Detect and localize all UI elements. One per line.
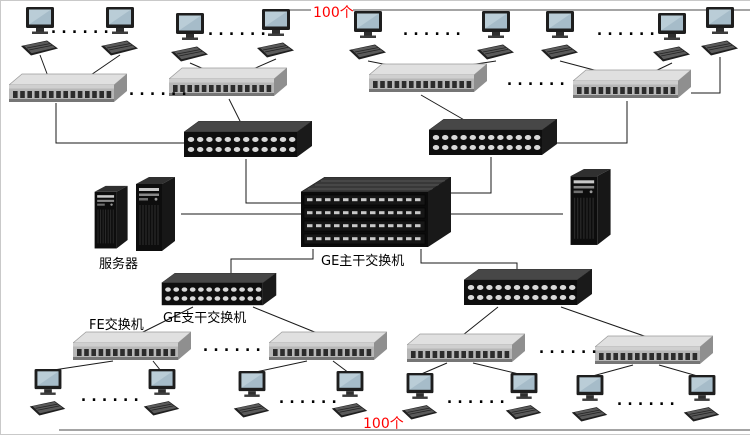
workstation-icon: [233, 371, 271, 419]
access-switch-icon: [73, 331, 191, 363]
workstation-icon: [349, 11, 387, 61]
workstation-icon: [171, 13, 209, 63]
ellipsis-dots: ......: [615, 391, 679, 409]
ellipsis-dots: ......: [537, 339, 601, 357]
fe-switch-label: FE交换机: [89, 318, 144, 333]
core-switch-icon: [301, 177, 451, 249]
distribution-switch-icon: [453, 269, 603, 307]
workstation-icon: [477, 11, 515, 61]
workstation-icon: [701, 7, 739, 57]
workstation-icon: [683, 375, 721, 423]
top-count-label: 100个: [313, 5, 354, 21]
core-switch-label: GE主干交换机: [321, 254, 405, 269]
server-icon: [127, 177, 179, 253]
access-switch-icon: [269, 331, 387, 363]
workstation-icon: [29, 369, 67, 417]
ellipsis-dots: ......: [49, 19, 113, 37]
workstation-icon: [505, 373, 543, 421]
access-switch-icon: [9, 73, 127, 105]
access-switch-icon: [369, 63, 487, 95]
access-switch-icon: [573, 69, 691, 101]
distribution-switch-icon: [149, 273, 289, 307]
bottom-count-label: 100个: [363, 416, 404, 432]
ellipsis-dots: ......: [277, 389, 341, 407]
ellipsis-dots: ......: [201, 337, 265, 355]
server-icon: [561, 169, 615, 247]
access-switch-icon: [595, 335, 713, 367]
ellipsis-dots: ......: [445, 389, 509, 407]
workstation-icon: [143, 369, 181, 417]
ellipsis-dots: ......: [127, 81, 191, 99]
ellipsis-dots: ......: [79, 387, 143, 405]
ellipsis-dots: ......: [206, 21, 270, 39]
ellipsis-dots: ......: [505, 71, 569, 89]
branch-switch-label: GE支干交换机: [163, 311, 247, 326]
workstation-icon: [571, 375, 609, 423]
server-label: 服务器: [99, 257, 139, 272]
ellipsis-dots: ......: [595, 21, 659, 39]
distribution-switch-icon: [429, 119, 557, 157]
workstation-icon: [401, 373, 439, 421]
workstation-icon: [541, 11, 579, 61]
access-switch-icon: [407, 333, 525, 365]
ellipsis-dots: ......: [401, 21, 465, 39]
workstation-icon: [653, 13, 691, 63]
distribution-switch-icon: [184, 121, 312, 159]
server-icon: [87, 183, 131, 253]
